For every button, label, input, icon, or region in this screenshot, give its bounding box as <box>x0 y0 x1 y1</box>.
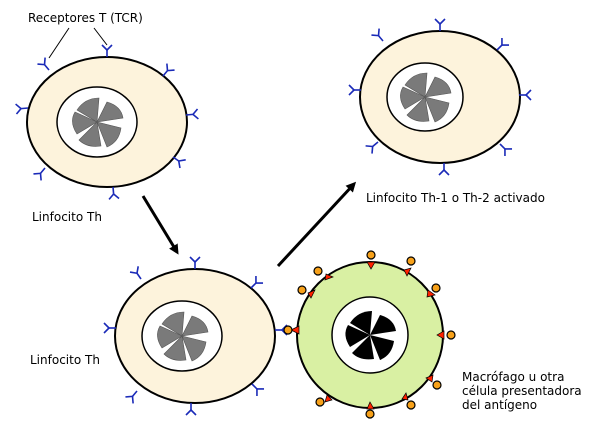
mhc-molecules <box>290 261 445 410</box>
apc-label-line3: del antígeno <box>462 398 538 412</box>
apc-label-line2: célula presentadora <box>462 384 582 398</box>
antigen-peptides <box>283 250 456 419</box>
tcr-pointer-line <box>48 27 70 59</box>
arrow-to-activation <box>276 181 357 268</box>
arrow-to-presentation <box>141 195 179 255</box>
antigen-presenting-cell <box>283 250 456 419</box>
lymphocyte-th-bottom-label: Linfocito Th <box>30 353 100 367</box>
activated-lymphocyte-label: Linfocito Th-1 o Th-2 activado <box>366 191 545 205</box>
apc-label-line1: Macrófago u otra <box>462 370 565 384</box>
lymphocyte-th-top-label: Linfocito Th <box>32 210 102 224</box>
tcr-pointer-line <box>93 27 108 46</box>
lymphocyte-th-top <box>14 44 200 201</box>
tcr-label: Receptores T (TCR) <box>28 11 143 25</box>
lymphocyte-th-bottom <box>103 256 288 416</box>
lymphocyte-activated <box>348 18 532 176</box>
